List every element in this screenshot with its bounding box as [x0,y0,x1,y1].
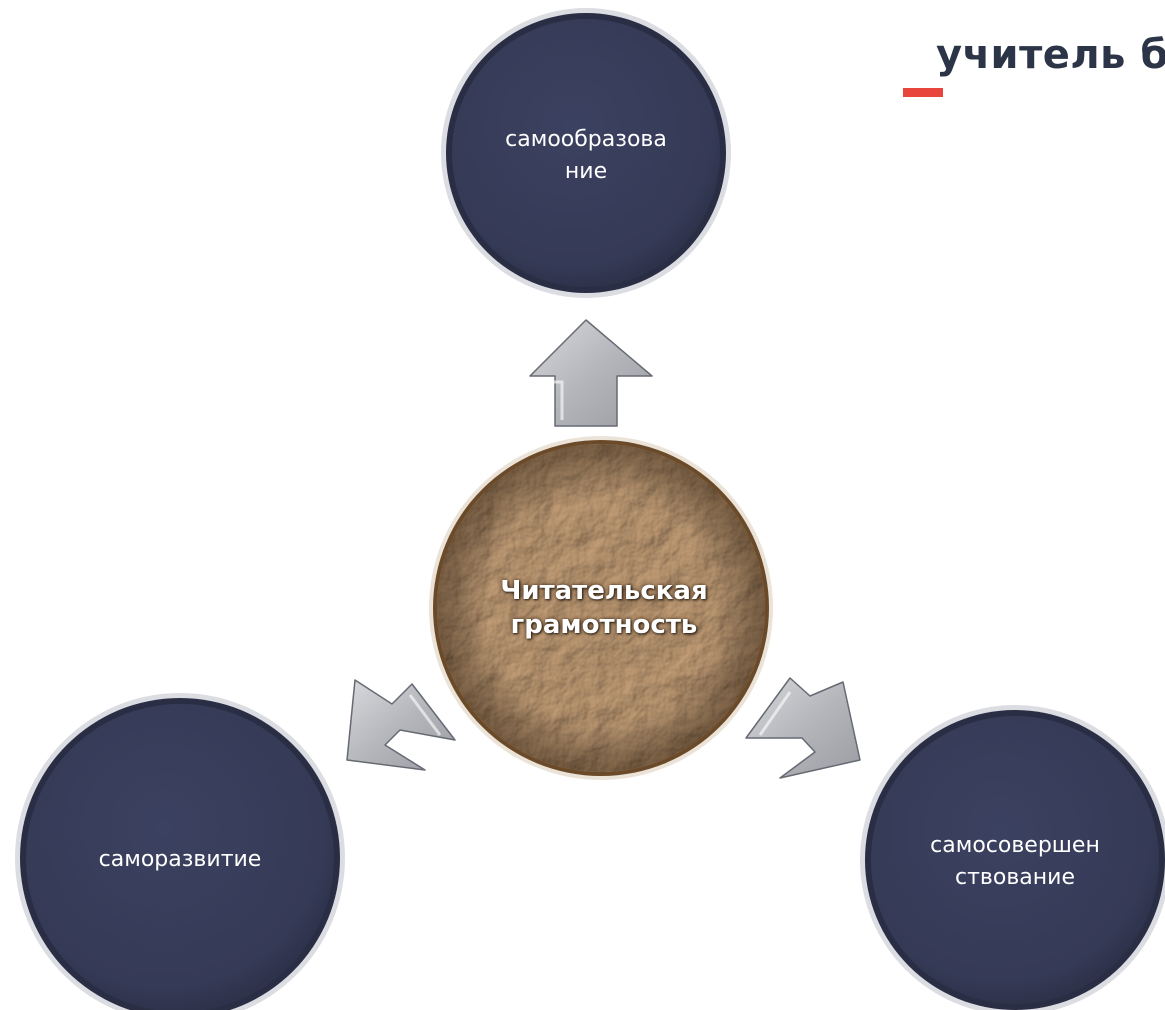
node-left-label: саморазвитие [98,847,262,872]
node-right-label: самосовершен ствование [930,833,1100,890]
arrow-up [529,319,653,427]
arrow-down-left [346,679,456,771]
node-right [860,705,1165,1010]
node-top-label: самообразова ние [505,127,667,184]
node-top [441,8,731,298]
center-label: Читательская грамотность [500,576,708,640]
arrow-down-right [745,677,861,779]
center-node [429,436,773,780]
brand-accent-bar [903,88,943,97]
brand-logo-text: учитель б [936,32,1165,78]
node-left [15,693,345,1010]
